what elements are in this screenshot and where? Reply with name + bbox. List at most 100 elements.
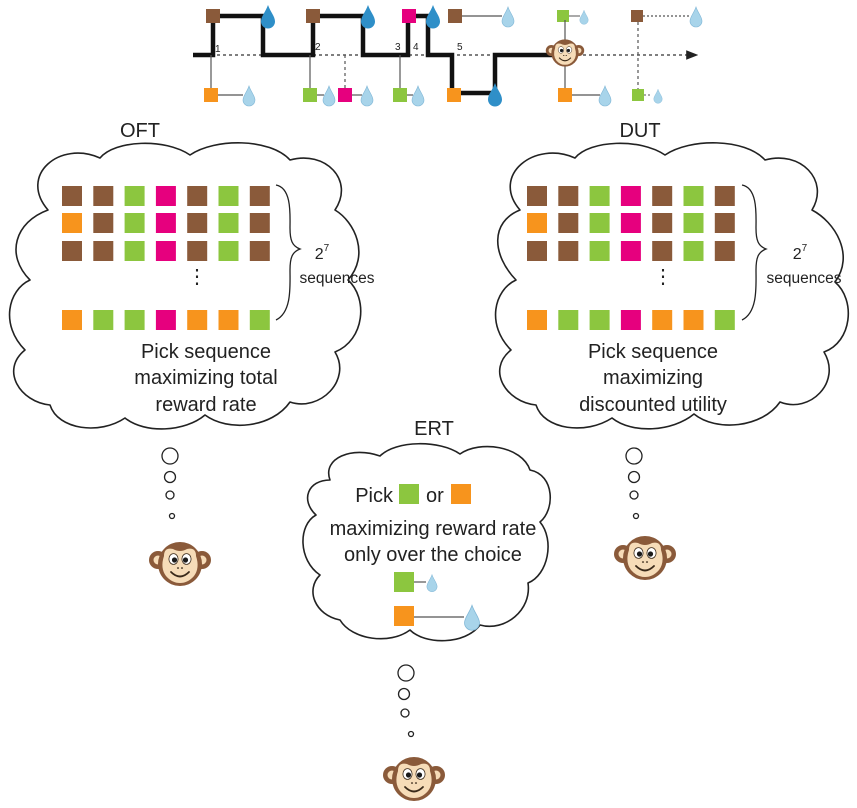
dut-cell-0-0 <box>527 186 547 206</box>
option-brown-future <box>631 6 703 28</box>
oft-cell-1-4 <box>187 213 208 233</box>
ert-text-line-2: only over the choice <box>344 544 522 566</box>
dut-cell-2-0 <box>527 241 547 261</box>
oft-text-line-3: reward rate <box>155 394 256 416</box>
dut-cell-2-2 <box>589 241 610 261</box>
oft-cell-2-6 <box>249 241 270 261</box>
oft-grid <box>62 186 270 330</box>
oft-count-label: sequences <box>300 270 375 287</box>
oft-cell-0-4 <box>187 186 208 206</box>
option-orange-5 <box>447 83 502 107</box>
oft-cell-0-6 <box>249 186 270 206</box>
oft-cell-1-6 <box>249 213 270 233</box>
dut-count-label: sequences <box>767 270 842 287</box>
option-green-3 <box>393 55 425 107</box>
marker-3: 3 <box>395 42 401 53</box>
oft-cell-3-6 <box>249 310 270 330</box>
dut-text-line-3: discounted utility <box>579 394 727 416</box>
dut-count: 27 <box>793 243 808 263</box>
marker-2: 2 <box>315 42 321 53</box>
dut-cell-2-1 <box>558 241 579 261</box>
dut-cell-1-3 <box>620 213 641 233</box>
oft-cell-1-0 <box>62 213 82 233</box>
ert-or-word: or <box>426 485 444 507</box>
ert-monkey <box>382 756 446 802</box>
dut-cell-3-4 <box>652 310 673 330</box>
dut-monkey <box>613 535 677 581</box>
dut-cell-1-6 <box>714 213 735 233</box>
dut-cell-3-1 <box>558 310 579 330</box>
option-green-2 <box>303 55 336 107</box>
ert-panel: ERT Pick or maximizing reward rate only … <box>302 418 552 802</box>
oft-cell-0-2 <box>124 186 145 206</box>
oft-cell-2-3 <box>155 241 176 261</box>
option-magenta-4 <box>402 5 440 29</box>
dut-cell-3-5 <box>683 310 704 330</box>
oft-title: OFT <box>120 120 160 142</box>
dut-cell-0-1 <box>558 186 579 206</box>
ert-orange-option <box>394 604 480 631</box>
oft-cell-1-3 <box>155 213 176 233</box>
oft-cell-0-0 <box>62 186 82 206</box>
dut-bracket <box>741 184 768 321</box>
oft-cell-2-5 <box>218 241 239 261</box>
marker-5: 5 <box>457 42 463 53</box>
oft-cell-0-1 <box>93 186 114 206</box>
dut-cell-2-4 <box>652 241 673 261</box>
option-magenta-2 <box>338 55 374 107</box>
dut-cell-0-5 <box>683 186 704 206</box>
oft-panel: OFT ⋮ 27 sequences Pick sequence maximiz… <box>8 120 375 587</box>
ert-thought-bubbles <box>397 664 415 738</box>
dut-ellipsis: ⋮ <box>653 266 673 288</box>
dut-cell-0-3 <box>620 186 641 206</box>
option-brown-2 <box>306 5 375 29</box>
option-green-future <box>632 22 663 104</box>
dut-cell-3-0 <box>527 310 547 330</box>
ert-text-line-1: maximizing reward rate <box>330 518 537 540</box>
timeline: 1 2 3 4 5 <box>193 5 703 107</box>
oft-cell-2-2 <box>124 241 145 261</box>
dut-cell-1-2 <box>589 213 610 233</box>
oft-cell-0-5 <box>218 186 239 206</box>
oft-cell-3-0 <box>62 310 82 330</box>
dut-text-line-2: maximizing <box>603 367 703 389</box>
dut-cell-2-5 <box>683 241 704 261</box>
oft-cell-1-2 <box>124 213 145 233</box>
ert-green-square <box>399 484 419 504</box>
marker-1: 1 <box>215 44 221 55</box>
dut-cell-1-1 <box>558 213 579 233</box>
dut-title: DUT <box>619 120 660 142</box>
option-brown-5 <box>448 6 515 28</box>
oft-cell-3-1 <box>93 310 114 330</box>
oft-text-line-2: maximizing total <box>134 367 277 389</box>
oft-ellipsis: ⋮ <box>187 266 207 288</box>
option-green-top <box>557 10 589 25</box>
ert-orange-square <box>451 484 471 504</box>
oft-monkey <box>148 541 212 587</box>
ert-pick-word: Pick <box>355 485 394 507</box>
oft-cell-1-5 <box>218 213 239 233</box>
oft-cell-2-1 <box>93 241 114 261</box>
dut-panel: DUT ⋮ 27 sequences Pick sequence maximiz… <box>494 120 850 581</box>
oft-cell-3-2 <box>124 310 145 330</box>
oft-cell-3-5 <box>218 310 239 330</box>
marker-4: 4 <box>413 42 419 53</box>
dut-cell-1-4 <box>652 213 673 233</box>
dut-cell-0-2 <box>589 186 610 206</box>
oft-thought-bubbles <box>161 447 179 520</box>
dut-cell-3-3 <box>620 310 641 330</box>
dut-cell-1-0 <box>527 213 547 233</box>
dut-cell-3-2 <box>589 310 610 330</box>
oft-cell-3-3 <box>155 310 176 330</box>
oft-count: 27 <box>315 243 330 263</box>
timeline-monkey <box>545 38 585 68</box>
dut-thought-bubbles <box>625 447 643 520</box>
oft-cell-2-4 <box>187 241 208 261</box>
oft-text-line-1: Pick sequence <box>141 341 271 363</box>
dut-grid <box>527 186 735 330</box>
ert-thought-cloud <box>302 442 552 642</box>
dut-cell-2-3 <box>620 241 641 261</box>
oft-cell-1-1 <box>93 213 114 233</box>
oft-cell-0-3 <box>155 186 176 206</box>
